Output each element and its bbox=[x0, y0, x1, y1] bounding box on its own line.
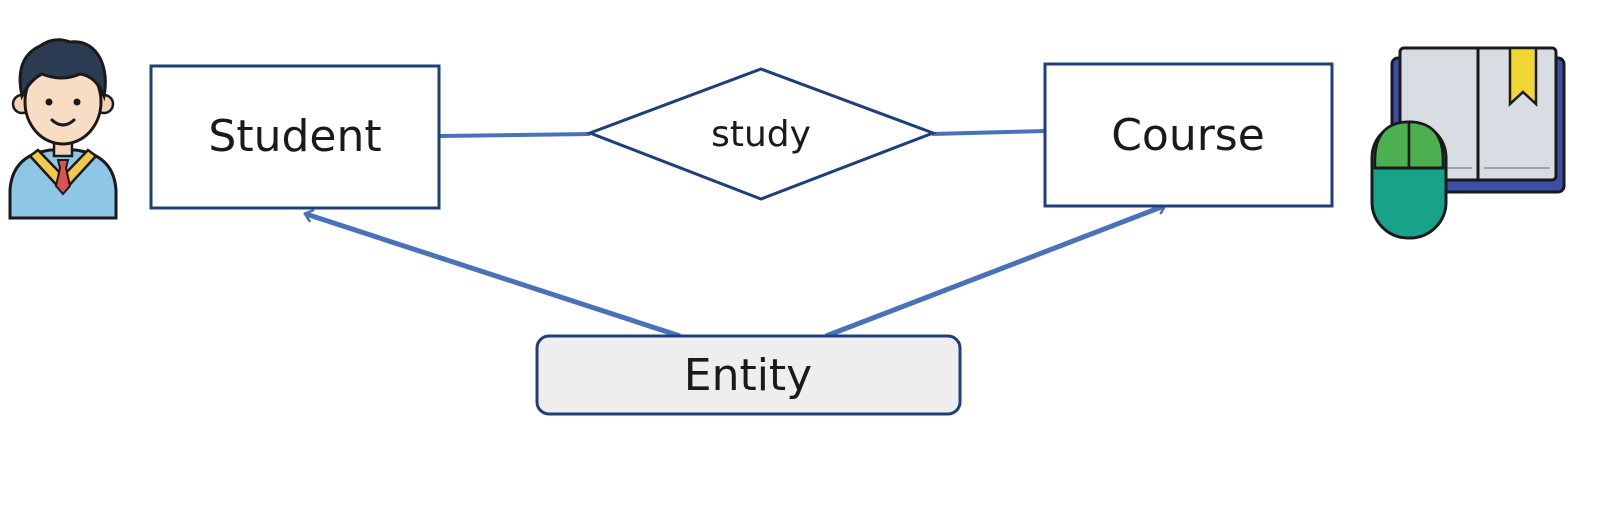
entity-course-label: Course bbox=[1111, 110, 1265, 161]
entity-course-box bbox=[1043, 62, 1334, 208]
entity-student-label: Student bbox=[208, 111, 381, 162]
entity-to-student-arrow bbox=[303, 209, 681, 339]
relationship-study-label: study bbox=[711, 114, 811, 155]
student-avatar-icon bbox=[8, 38, 118, 220]
book-and-mouse-icon bbox=[1370, 46, 1566, 240]
entity-annotation-box bbox=[535, 334, 962, 416]
entity-annotation-label: Entity bbox=[684, 350, 812, 401]
entity-student: Student bbox=[149, 64, 441, 210]
student-relationship-line bbox=[439, 132, 591, 138]
entity-to-course-arrow bbox=[825, 201, 1167, 339]
entity-student-box bbox=[149, 64, 441, 210]
relationship-course-line bbox=[931, 129, 1046, 136]
relationship-diamond bbox=[585, 67, 938, 201]
entity-annotation: Entity bbox=[535, 334, 962, 416]
entity-course: Course bbox=[1043, 62, 1334, 208]
relationship-study: study bbox=[585, 67, 938, 201]
